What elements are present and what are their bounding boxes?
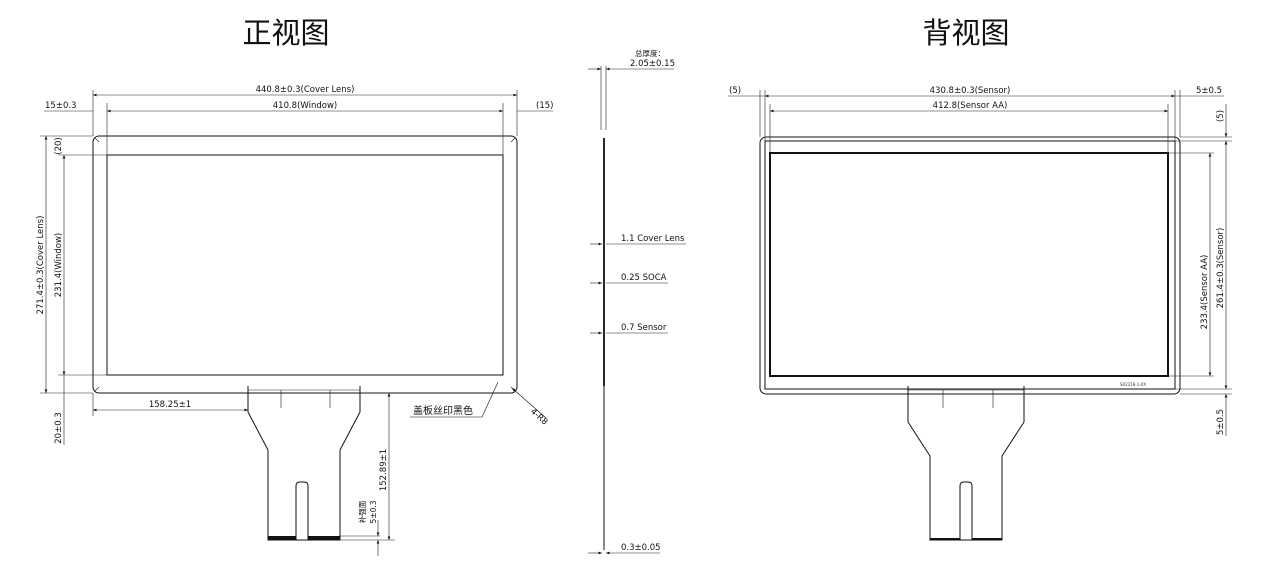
front-corner-radius: 4-R8 bbox=[528, 407, 549, 428]
front-stiffener-label: 补强面 bbox=[357, 500, 367, 523]
back-right-margin: 5±0.5 bbox=[1196, 86, 1222, 96]
front-window-height: 231.4(Window) bbox=[54, 233, 64, 297]
front-window-width: 410.8(Window) bbox=[273, 101, 337, 111]
fpc-tail bbox=[247, 386, 361, 541]
front-view-title: 正视图 bbox=[242, 16, 329, 50]
front-right-margin: (15) bbox=[536, 101, 553, 111]
back-sensor-width: 430.8±0.3(Sensor) bbox=[930, 86, 1011, 96]
fpc-slits bbox=[280, 390, 331, 408]
side-fpc-thickness: 0.3±0.05 bbox=[621, 543, 661, 553]
back-cover-outline bbox=[759, 136, 1181, 395]
side-soca: 0.25 SOCA bbox=[621, 273, 667, 283]
side-total-thickness: 2.05±0.15 bbox=[630, 59, 675, 69]
back-sensor-aa-height: 233.4(Sensor AA) bbox=[1200, 255, 1210, 330]
fpc-contact-pad-right bbox=[308, 536, 340, 540]
front-view: 440.8±0.3(Cover Lens) 410.8(Window) 15±0… bbox=[36, 85, 553, 556]
front-bottom-margin: 20±0.3 bbox=[54, 412, 64, 443]
back-fpc-slits bbox=[942, 390, 994, 408]
back-sensor-aa bbox=[769, 152, 1169, 377]
cover-lens-outline bbox=[92, 135, 518, 394]
back-sensor-aa-width: 412.8(Sensor AA) bbox=[933, 101, 1008, 111]
back-view: S02318-1-XX 430.8±0.3(Sensor) (5) 5±0.5 … bbox=[728, 86, 1232, 541]
fpc-slot bbox=[295, 481, 309, 540]
back-fpc-pad-right bbox=[972, 538, 1002, 540]
back-left-margin: (5) bbox=[729, 86, 741, 96]
side-view: 总厚度： 2.05±0.15 1.1 Cover Lens 0.25 SOCA … bbox=[588, 48, 686, 555]
front-fpc-length: 152.89±1 bbox=[379, 449, 389, 491]
back-view-title: 背视图 bbox=[922, 16, 1009, 50]
back-part-number: S02318-1-XX bbox=[1120, 382, 1146, 387]
back-sensor-height: 261.4±0.3(Sensor) bbox=[1216, 228, 1226, 309]
front-cover-note: 盖板丝印黑色 bbox=[413, 404, 473, 417]
front-fpc-offset: 158.25±1 bbox=[149, 400, 191, 410]
side-cover-lens: 1.1 Cover Lens bbox=[621, 234, 685, 244]
corner-marks bbox=[94, 137, 516, 392]
side-sensor: 0.7 Sensor bbox=[621, 323, 667, 333]
front-top-margin: (20) bbox=[54, 137, 64, 154]
back-fpc-pad-left bbox=[930, 538, 960, 540]
back-top-margin: (5) bbox=[1216, 110, 1226, 122]
front-overall-width: 440.8±0.3(Cover Lens) bbox=[256, 85, 355, 95]
front-left-margin: 15±0.3 bbox=[45, 101, 76, 111]
fpc-contact-pad-left bbox=[268, 536, 296, 540]
back-bottom-margin: 5±0.5 bbox=[1216, 409, 1226, 435]
back-sensor-outline bbox=[764, 140, 1176, 390]
front-stiffener-value: 5±0.3 bbox=[369, 500, 378, 523]
front-overall-height: 271.4±0.3(Cover Lens) bbox=[36, 216, 46, 315]
back-fpc-tail bbox=[907, 386, 1025, 541]
window-outline bbox=[106, 154, 504, 376]
back-fpc-slot bbox=[959, 481, 973, 540]
side-total-thickness-label: 总厚度： bbox=[635, 48, 665, 58]
